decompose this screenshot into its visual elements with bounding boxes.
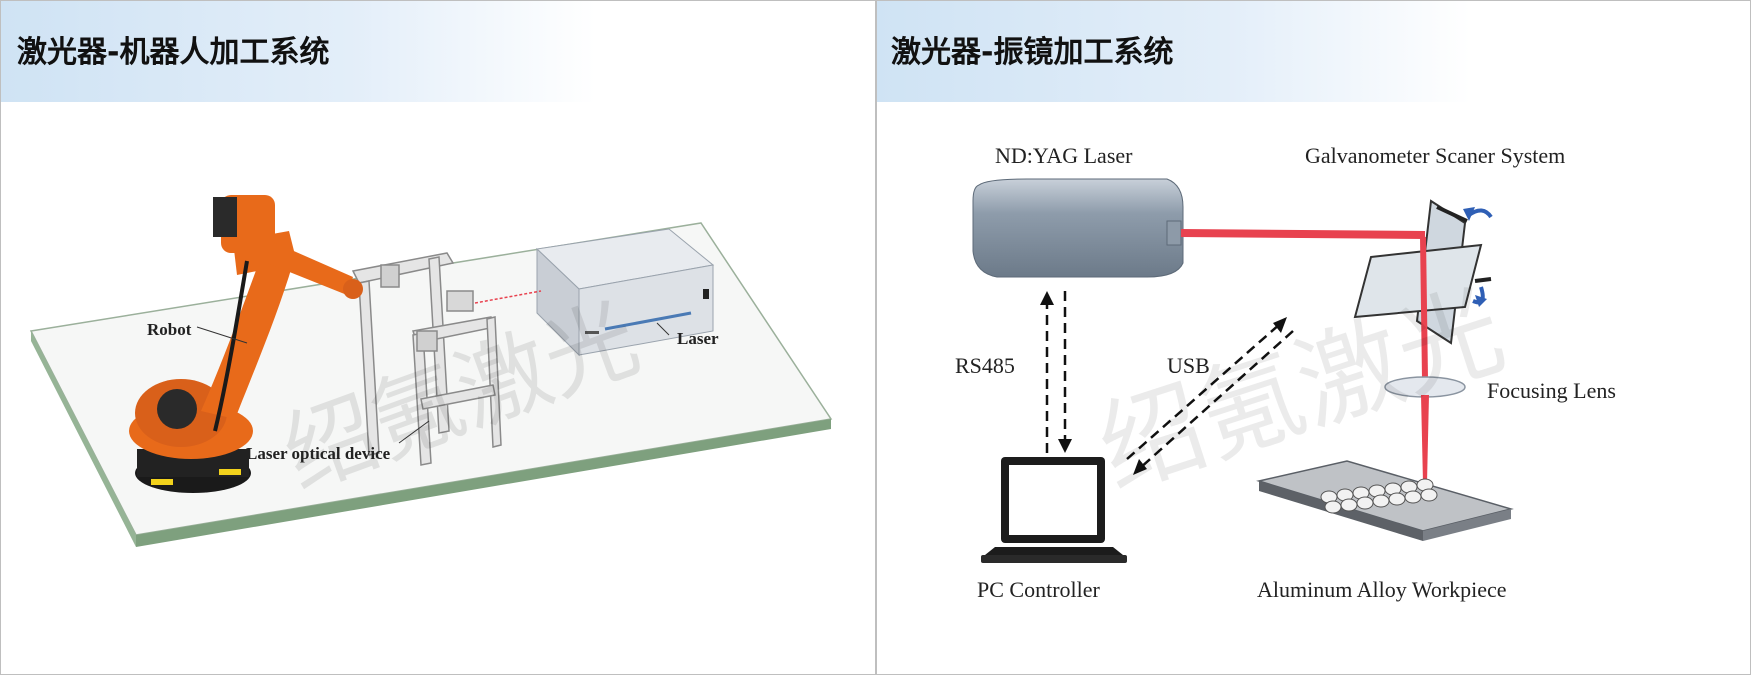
rs485-label: RS485: [955, 353, 1015, 378]
pc-controller-label: PC Controller: [977, 577, 1101, 602]
robot-system-diagram: 绍氪激光 Robot Laser Laser optical device: [29, 195, 833, 547]
laser-beam-horizontal: [1180, 229, 1426, 239]
laser-unit: [535, 228, 715, 357]
rs485-link: [1045, 291, 1067, 453]
laser-leader: [656, 322, 670, 336]
nd-yag-laser: [972, 178, 1184, 278]
focused-beam: [1421, 395, 1429, 483]
panel-header: 激光器-机器人加工系统: [1, 1, 875, 102]
galvanometer-label: Galvanometer Scaner System: [1305, 143, 1565, 168]
usb-link: [1126, 322, 1294, 470]
laser-label: Laser: [677, 329, 719, 348]
laser-beam-vertical: [1420, 236, 1428, 380]
robot-arm: [129, 195, 363, 493]
workpiece-label: Aluminum Alloy Workpiece: [1257, 577, 1507, 602]
panel-title: 激光器-振镜加工系统: [891, 35, 1174, 70]
galvo-system-diagram: 绍氪激光 ND:YAG Laser Galvanometer Scaner Sy…: [955, 143, 1616, 602]
pc-controller-laptop: [981, 457, 1127, 563]
laser-optical-device: [351, 252, 502, 466]
robot-system-panel: 激光器-机器人加工系统: [0, 0, 876, 675]
panel-header: 激光器-振镜加工系统: [877, 1, 1750, 102]
robot-label: Robot: [147, 320, 192, 339]
laser-optical-device-label: Laser optical device: [246, 444, 391, 463]
optical-device-leader: [398, 420, 430, 444]
panel-title: 激光器-机器人加工系统: [17, 35, 330, 70]
robot-leader: [196, 326, 248, 344]
focusing-lens-label: Focusing Lens: [1487, 378, 1616, 403]
nd-yag-laser-label: ND:YAG Laser: [995, 143, 1133, 168]
laser-beam: [474, 290, 542, 304]
usb-label: USB: [1167, 353, 1210, 378]
galvanometer-scanner: [1353, 199, 1493, 345]
galvo-system-panel: 激光器-振镜加工系统: [876, 0, 1751, 675]
aluminum-workpiece: [1256, 460, 1514, 541]
